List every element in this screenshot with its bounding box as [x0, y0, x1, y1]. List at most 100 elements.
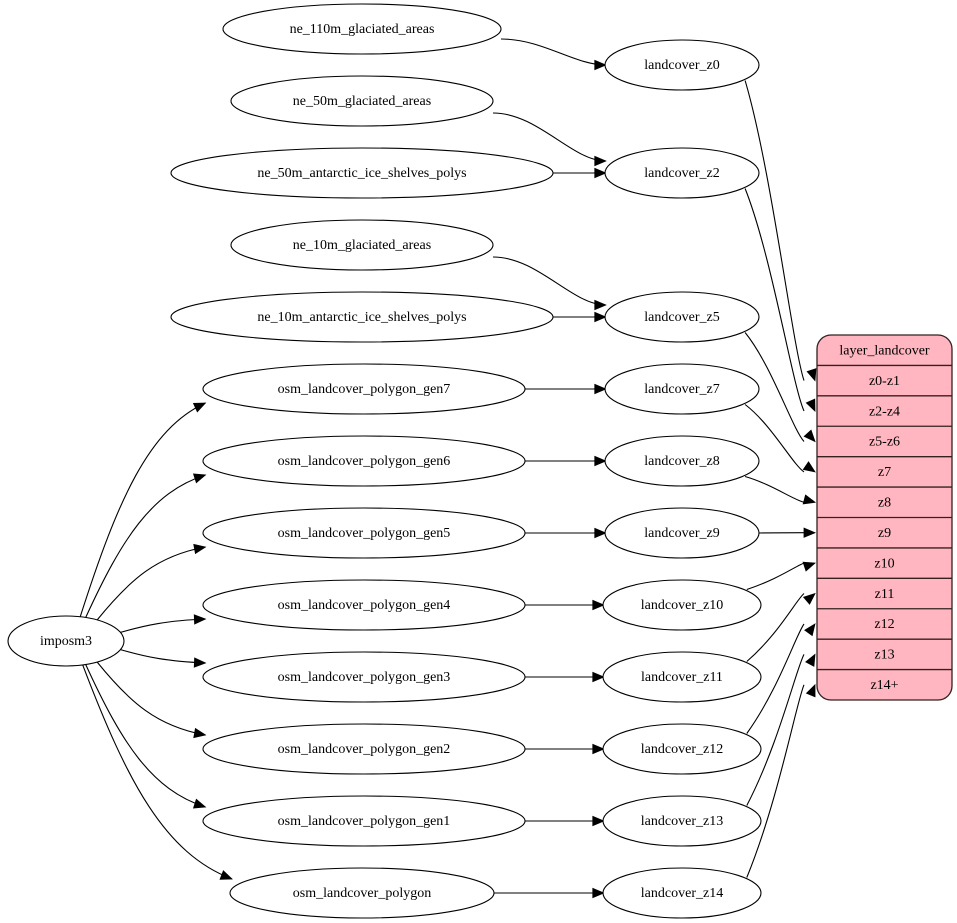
edge-arrowhead — [592, 671, 605, 683]
node-label-ne_110m_glaciated_areas: ne_110m_glaciated_areas — [290, 22, 435, 37]
node-label-landcover_z8: landcover_z8 — [644, 454, 719, 469]
node-osm_landcover_polygon_gen1[interactable]: osm_landcover_polygon_gen1 — [202, 795, 526, 847]
node-ne_10m_antarctic_ice_shelves_polys[interactable]: ne_10m_antarctic_ice_shelves_polys — [170, 291, 554, 343]
edge-arrowhead — [592, 815, 605, 827]
node-osm_landcover_polygon_gen5[interactable]: osm_landcover_polygon_gen5 — [202, 507, 526, 559]
edge-ne_110m_glaciated_areas-to-landcover_z0 — [500, 38, 606, 66]
node-landcover_z2[interactable]: landcover_z2 — [604, 147, 760, 199]
edge-imposm3-to-osm_landcover_polygon_gen2 — [96, 661, 206, 736]
node-shape-osm_landcover_polygon_gen6 — [202, 435, 526, 487]
node-shape-landcover_z0 — [604, 39, 760, 91]
record-row-label: z9 — [878, 526, 891, 541]
node-label-landcover_z5: landcover_z5 — [644, 310, 719, 325]
node-landcover_z14[interactable]: landcover_z14 — [602, 867, 762, 919]
node-shape-ne_10m_antarctic_ice_shelves_polys — [170, 291, 554, 343]
node-label-ne_50m_antarctic_ice_shelves_polys: ne_50m_antarctic_ice_shelves_polys — [257, 166, 466, 181]
edge-arrowhead — [592, 599, 605, 611]
record-header-label: layer_landcover — [839, 343, 930, 358]
edge-arrowhead — [594, 59, 607, 71]
edge-landcover_z5-to-record-z5-z6 — [744, 332, 805, 442]
node-label-landcover_z10: landcover_z10 — [641, 598, 723, 613]
node-label-osm_landcover_polygon: osm_landcover_polygon — [293, 886, 431, 901]
edge-arrowhead — [192, 402, 207, 413]
edge-arrowhead — [806, 368, 817, 382]
node-shape-osm_landcover_polygon_gen2 — [202, 723, 526, 775]
node-shape-ne_50m_antarctic_ice_shelves_polys — [170, 147, 554, 199]
record-row-label: z12 — [874, 617, 894, 632]
edge-arrowhead — [192, 798, 207, 809]
record-row-label: z0-z1 — [869, 374, 900, 389]
node-landcover_z9[interactable]: landcover_z9 — [604, 507, 760, 559]
edge-arrowhead — [802, 461, 816, 473]
node-shape-landcover_z10 — [602, 579, 762, 631]
edge-landcover_z0-to-record-z0-z1 — [744, 80, 805, 381]
edge-landcover_z14-to-record-z14+ — [746, 684, 805, 878]
record-row-label: z14+ — [870, 678, 898, 693]
edge-landcover_z2-to-record-z2-z4 — [744, 188, 805, 412]
node-landcover_z11[interactable]: landcover_z11 — [602, 651, 762, 703]
node-ne_50m_antarctic_ice_shelves_polys[interactable]: ne_50m_antarctic_ice_shelves_polys — [170, 147, 554, 199]
edge-arrowhead — [592, 743, 605, 755]
node-landcover_z12[interactable]: landcover_z12 — [602, 723, 762, 775]
edge-imposm3-to-osm_landcover_polygon_gen7 — [79, 402, 206, 617]
node-label-ne_10m_glaciated_areas: ne_10m_glaciated_areas — [293, 238, 431, 253]
node-osm_landcover_polygon_gen2[interactable]: osm_landcover_polygon_gen2 — [202, 723, 526, 775]
node-shape-osm_landcover_polygon_gen5 — [202, 507, 526, 559]
record-row-label: z5-z6 — [869, 435, 900, 450]
node-osm_landcover_polygon[interactable]: osm_landcover_polygon — [229, 867, 495, 919]
record-row-label: z10 — [874, 556, 894, 571]
edge-arrowhead — [193, 543, 207, 555]
edge-landcover_z11-to-record-z11 — [746, 593, 805, 662]
node-landcover_z7[interactable]: landcover_z7 — [604, 363, 760, 415]
node-imposm3[interactable]: imposm3 — [7, 615, 125, 667]
edge-arrowhead — [594, 383, 607, 395]
node-osm_landcover_polygon_gen6[interactable]: osm_landcover_polygon_gen6 — [202, 435, 526, 487]
node-ne_10m_glaciated_areas[interactable]: ne_10m_glaciated_areas — [230, 219, 494, 271]
edge-imposm3-to-osm_landcover_polygon_gen1 — [85, 664, 206, 808]
edge-imposm3-to-osm_landcover_polygon_gen3 — [120, 649, 206, 664]
record-row-label: z11 — [875, 587, 895, 602]
node-shape-imposm3 — [7, 615, 125, 667]
edge-arrowhead — [804, 623, 816, 637]
node-shape-osm_landcover_polygon_gen4 — [202, 579, 526, 631]
node-label-landcover_z9: landcover_z9 — [644, 526, 719, 541]
node-landcover_z0[interactable]: landcover_z0 — [604, 39, 760, 91]
node-label-landcover_z13: landcover_z13 — [641, 814, 723, 829]
edge-arrowhead — [803, 527, 817, 538]
node-ne_50m_glaciated_areas[interactable]: ne_50m_glaciated_areas — [230, 75, 494, 127]
node-landcover_z10[interactable]: landcover_z10 — [602, 579, 762, 631]
nodes-layer: imposm3 ne_110m_glaciated_areas ne_50m_gla… — [7, 3, 762, 919]
node-osm_landcover_polygon_gen4[interactable]: osm_landcover_polygon_gen4 — [202, 579, 526, 631]
edge-landcover_z7-to-record-z7 — [744, 404, 805, 473]
node-landcover_z5[interactable]: landcover_z5 — [604, 291, 760, 343]
edge-arrowhead — [193, 727, 207, 739]
node-label-imposm3: imposm3 — [40, 634, 92, 649]
edge-arrowhead — [192, 473, 207, 484]
edge-arrowhead — [805, 398, 816, 412]
edge-arrowhead — [594, 299, 607, 311]
node-shape-landcover_z11 — [602, 651, 762, 703]
node-shape-landcover_z14 — [602, 867, 762, 919]
node-label-ne_10m_antarctic_ice_shelves_polys: ne_10m_antarctic_ice_shelves_polys — [257, 310, 466, 325]
node-label-ne_50m_glaciated_areas: ne_50m_glaciated_areas — [293, 94, 431, 109]
edge-arrowhead — [802, 592, 816, 605]
edge-arrowhead — [594, 167, 607, 179]
edge-imposm3-to-osm_landcover_polygon — [82, 664, 233, 880]
node-label-osm_landcover_polygon_gen1: osm_landcover_polygon_gen1 — [278, 814, 451, 829]
node-ne_110m_glaciated_areas[interactable]: ne_110m_glaciated_areas — [222, 3, 502, 55]
edge-landcover_z10-to-record-z10 — [746, 562, 805, 591]
node-shape-landcover_z9 — [604, 507, 760, 559]
edge-arrowhead — [193, 657, 207, 668]
node-landcover_z8[interactable]: landcover_z8 — [604, 435, 760, 487]
record-row-label: z7 — [878, 465, 891, 480]
node-osm_landcover_polygon_gen7[interactable]: osm_landcover_polygon_gen7 — [202, 363, 526, 415]
node-shape-ne_10m_glaciated_areas — [230, 219, 494, 271]
edges-layer — [79, 38, 817, 899]
edge-landcover_z12-to-record-z12 — [746, 623, 805, 734]
edge-arrowhead — [802, 494, 817, 505]
edge-arrowhead — [592, 887, 605, 899]
edge-arrowhead — [805, 683, 816, 698]
node-landcover_z13[interactable]: landcover_z13 — [602, 795, 762, 847]
node-osm_landcover_polygon_gen3[interactable]: osm_landcover_polygon_gen3 — [202, 651, 526, 703]
